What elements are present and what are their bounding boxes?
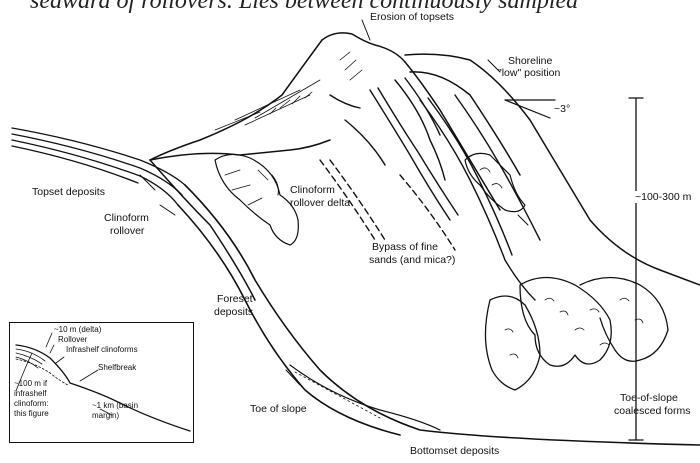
label-height-scale: ~100-300 m bbox=[634, 191, 692, 203]
label-toe-of-slope: Toe of slope bbox=[250, 403, 307, 415]
label-foreset-1: Foreset bbox=[217, 293, 253, 305]
inset-label-basin-2: margin) bbox=[92, 411, 119, 420]
label-shoreline-1: Shoreline bbox=[508, 55, 552, 67]
label-erosion-of-topsets: Erosion of topsets bbox=[370, 11, 454, 23]
label-clinoform-rollover-delta-1: Clinoform bbox=[290, 184, 335, 196]
label-bottomset-deposits: Bottomset deposits bbox=[410, 445, 499, 457]
label-toe-coalesced-2: coalesced forms bbox=[614, 405, 690, 417]
inset-label-left-4: this figure bbox=[14, 409, 49, 418]
label-toe-coalesced-1: Toe-of-slope bbox=[620, 392, 678, 404]
mid-slope-lobes bbox=[465, 153, 525, 211]
label-clinoform-rollover-delta-2: rollover delta bbox=[290, 197, 350, 209]
toe-fans bbox=[485, 278, 668, 391]
label-shoreline-2: "low" position bbox=[498, 67, 560, 79]
inset-label-left-3: clinoform: bbox=[14, 399, 49, 408]
height-scale-bar bbox=[629, 98, 643, 440]
inset-label-left-1: ~100 m if bbox=[14, 379, 47, 388]
label-topset-deposits: Topset deposits bbox=[32, 186, 105, 198]
inset-label-infrashelf-clinoforms: Infrashelf clinoforms bbox=[66, 345, 138, 354]
inset-scale-diagram: ~10 m (delta) Rollover Infrashelf clinof… bbox=[9, 322, 194, 443]
label-bypass-2: sands (and mica?) bbox=[369, 254, 455, 266]
inset-label-shelfbreak: Shelfbreak bbox=[98, 363, 136, 372]
rollover-delta-lobe bbox=[215, 154, 298, 245]
hatched-slope bbox=[215, 52, 362, 130]
slope-channels bbox=[330, 78, 540, 300]
label-angle: ~3° bbox=[554, 103, 570, 115]
inset-label-delta: ~10 m (delta) bbox=[54, 325, 101, 334]
inset-label-left-2: infrashelf bbox=[14, 389, 46, 398]
label-bypass-1: Bypass of fine bbox=[372, 241, 438, 253]
inset-label-basin-1: ~1 km (basin bbox=[92, 401, 138, 410]
angle-indicator bbox=[505, 100, 555, 118]
inset-label-rollover: Rollover bbox=[58, 335, 87, 344]
label-clinoform-rollover-2: rollover bbox=[110, 225, 144, 237]
label-clinoform-rollover-1: Clinoform bbox=[104, 212, 149, 224]
label-foreset-2: deposits bbox=[214, 306, 253, 318]
